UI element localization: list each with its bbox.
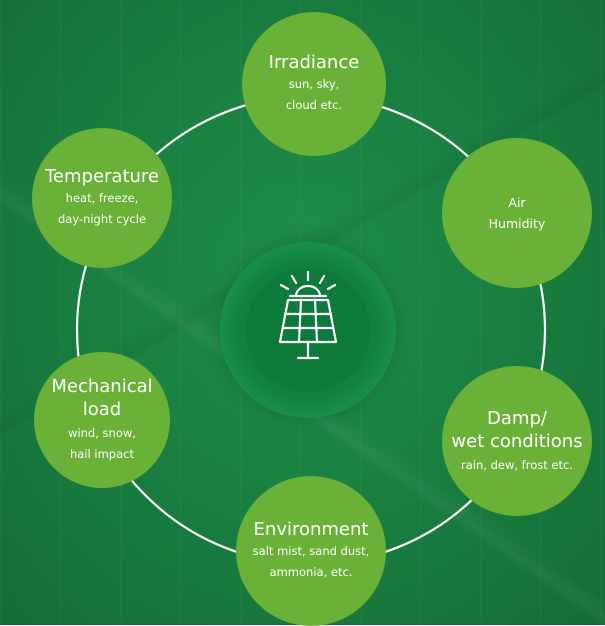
- node-environment: Environment salt mist, sand dust, ammoni…: [236, 476, 386, 626]
- node-subtitle: wind, snow,: [68, 426, 136, 440]
- node-subtitle: sun, sky,: [288, 77, 340, 91]
- node-title: Temperature: [44, 166, 160, 187]
- solar-panel-icon: [278, 270, 338, 360]
- node-subtitle: cloud etc.: [285, 98, 343, 112]
- node-title: Damp/ wet conditions: [451, 407, 583, 452]
- node-damp: Damp/ wet conditions rain, dew, frost et…: [442, 366, 592, 516]
- node-title: Mechanical load: [51, 376, 153, 420]
- node-subtitle: day-night cycle: [57, 212, 147, 226]
- node-title: Irradiance: [268, 52, 360, 73]
- node-subtitle: salt mist, sand dust,: [252, 544, 370, 558]
- node-temperature: Temperature heat, freeze, day-night cycl…: [32, 128, 172, 268]
- node-subtitle: Air: [508, 195, 526, 210]
- node-subtitle: rain, dew, frost etc.: [461, 457, 573, 472]
- node-humidity: Air Humidity: [442, 138, 592, 288]
- node-subtitle: Humidity: [488, 216, 546, 231]
- node-mechanical: Mechanical load wind, snow, hail impact: [34, 352, 170, 488]
- node-irradiance: Irradiance sun, sky, cloud etc.: [242, 12, 386, 156]
- center-disc: [246, 268, 370, 392]
- node-subtitle: heat, freeze,: [65, 191, 139, 205]
- node-title: Environment: [253, 519, 369, 540]
- node-subtitle: ammonia, etc.: [269, 565, 353, 579]
- node-subtitle: hail impact: [70, 447, 134, 461]
